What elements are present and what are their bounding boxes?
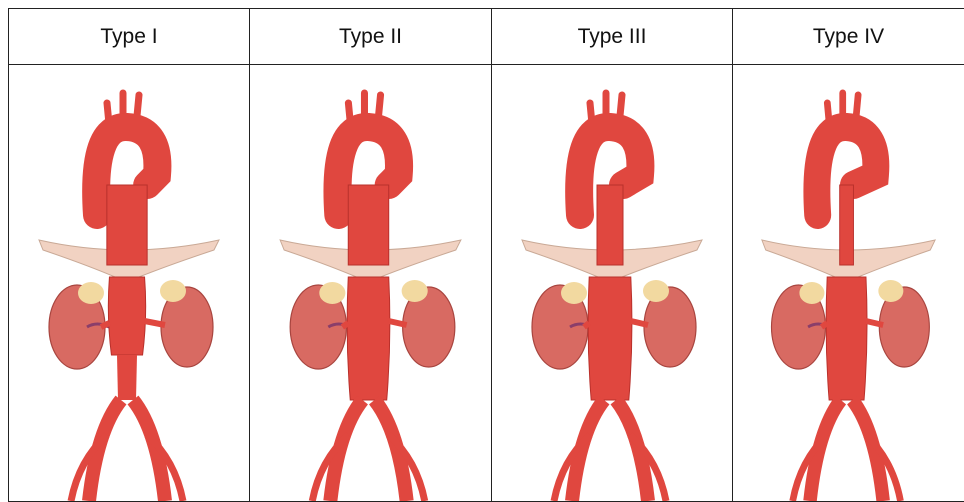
aorta-illustration-icon: [250, 65, 491, 501]
panel-type-4: [733, 65, 964, 502]
aneurysm-types-table: Type I Type II Type III Type IV: [8, 8, 964, 502]
panel-type-2: [250, 65, 492, 502]
panel-type-3: [492, 65, 733, 502]
aorta-illustration-icon: [9, 65, 249, 501]
header-type-3: Type III: [492, 9, 733, 65]
header-type-1: Type I: [9, 9, 250, 65]
header-type-4: Type IV: [733, 9, 964, 65]
aorta-illustration-icon: [492, 65, 732, 501]
panel-type-1: [9, 65, 250, 502]
header-type-2: Type II: [250, 9, 492, 65]
aorta-illustration-icon: [733, 65, 964, 501]
